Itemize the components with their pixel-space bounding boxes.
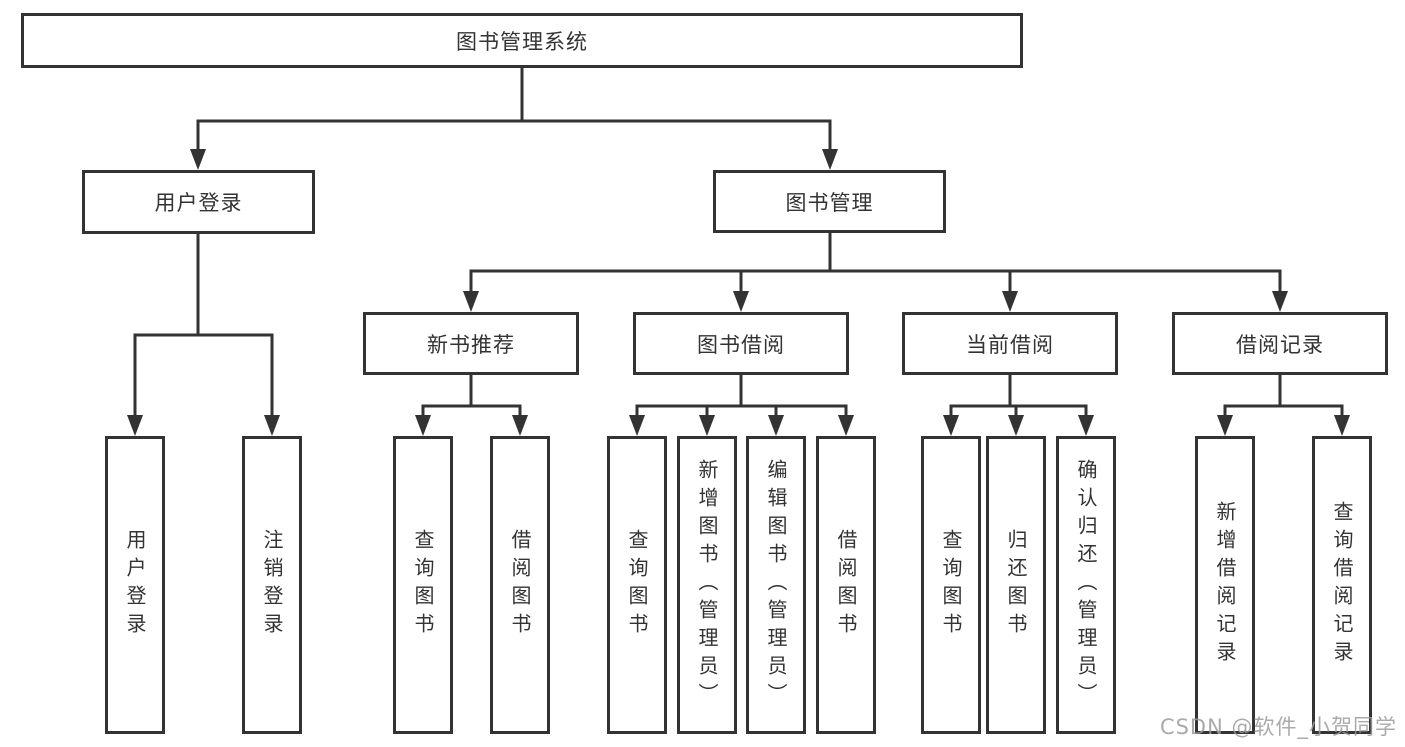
node-new-book-recommend: 新书推荐: [363, 312, 579, 375]
leaf-edit-book-admin: 编辑图书（管理员）: [746, 436, 806, 734]
connector-borrow-records-leaves: [1223, 375, 1344, 418]
node-book-borrowing: 图书借阅: [633, 312, 849, 375]
arrowhead: [733, 291, 749, 312]
arrowhead: [838, 415, 854, 436]
node-current-borrowing: 当前借阅: [902, 312, 1118, 375]
arrowhead: [1078, 415, 1094, 436]
leaf-logout: 注销登录: [242, 436, 302, 734]
connector-current-borrow-leaves: [949, 375, 1088, 418]
arrowhead: [1002, 291, 1018, 312]
leaf-query-books-borrow: 查询图书: [607, 436, 667, 734]
arrowhead: [512, 415, 528, 436]
leaf-borrow-books-borrow: 借阅图书: [816, 436, 876, 734]
arrowhead: [190, 149, 206, 170]
leaf-return-books: 归还图书: [986, 436, 1046, 734]
leaf-add-borrow-record: 新增借阅记录: [1195, 436, 1255, 734]
connector-paths: [133, 68, 1344, 418]
arrowhead: [264, 415, 280, 436]
arrowhead: [463, 291, 479, 312]
connector-new-book-leaves: [421, 375, 522, 418]
connector-user-login-leaves: [133, 234, 274, 416]
arrowhead: [127, 415, 143, 436]
node-book-management: 图书管理: [713, 170, 946, 233]
arrowhead: [1272, 291, 1288, 312]
leaf-query-borrow-record: 查询借阅记录: [1312, 436, 1372, 734]
leaf-confirm-return-admin: 确认归还（管理员）: [1056, 436, 1116, 734]
leaf-query-books-current: 查询图书: [921, 436, 981, 734]
arrowhead: [1334, 415, 1350, 436]
leaf-user-login: 用户登录: [105, 436, 165, 734]
arrowhead: [822, 149, 838, 170]
node-root: 图书管理系统: [21, 13, 1023, 68]
arrowhead: [768, 415, 784, 436]
watermark: CSDN @软件_小贺同学: [1159, 715, 1397, 739]
leaf-add-book-admin: 新增图书（管理员）: [677, 436, 737, 734]
node-user-login: 用户登录: [82, 170, 315, 234]
arrowhead: [699, 415, 715, 436]
arrowheads: [127, 149, 1350, 436]
connector-book-mgmt-level3: [469, 233, 1282, 292]
leaf-borrow-books-new: 借阅图书: [490, 436, 550, 734]
arrowhead: [415, 415, 431, 436]
node-borrowing-records: 借阅记录: [1172, 312, 1388, 375]
arrowhead: [1217, 415, 1233, 436]
arrowhead: [629, 415, 645, 436]
connector-root-level2: [196, 68, 832, 150]
arrowhead: [1008, 415, 1024, 436]
connector-book-borrow-leaves: [635, 375, 848, 418]
arrowhead: [943, 415, 959, 436]
leaf-query-books-new: 查询图书: [393, 436, 453, 734]
